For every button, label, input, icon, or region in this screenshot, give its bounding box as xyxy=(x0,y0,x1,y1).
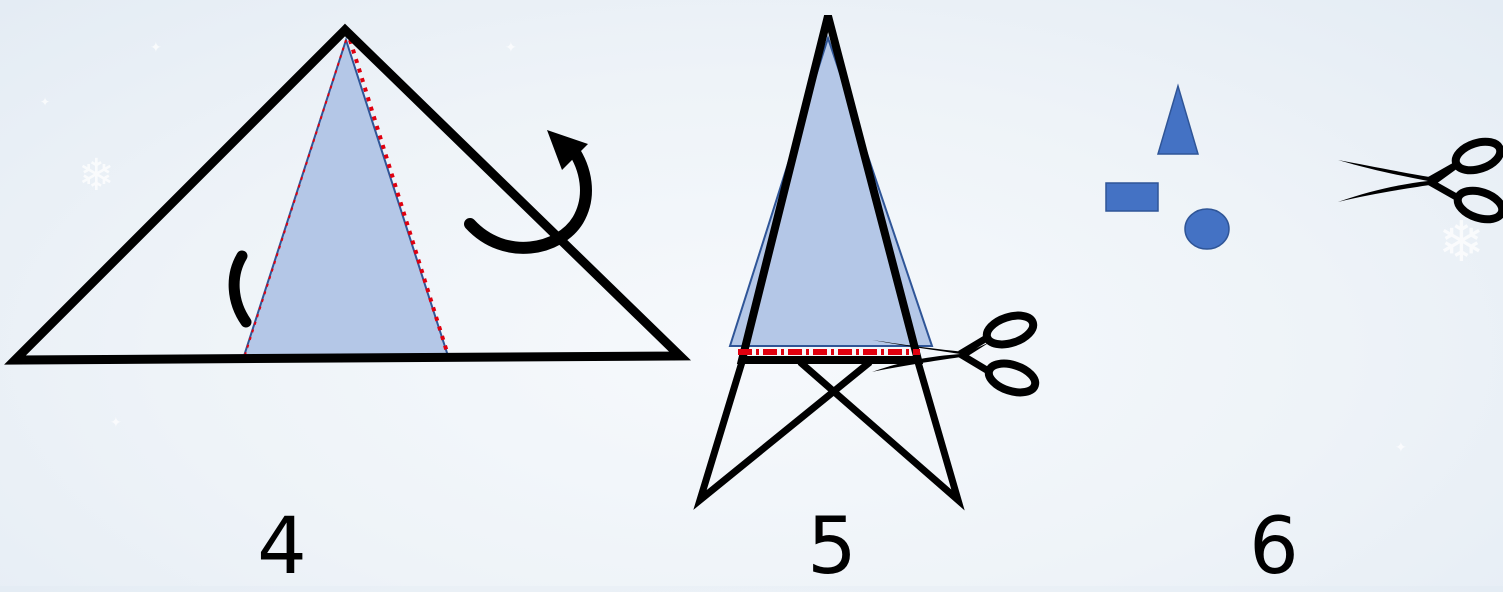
step-4-figure xyxy=(15,30,680,360)
small-circle-shape xyxy=(1185,209,1229,249)
lower-leg-right xyxy=(800,362,958,500)
small-triangle-shape xyxy=(1158,86,1198,154)
folded-paper-triangle xyxy=(244,40,448,356)
lower-leg-left xyxy=(700,362,870,500)
small-rectangle-shape xyxy=(1106,183,1158,211)
curved-fold-arrow-icon xyxy=(234,256,246,322)
step-6-figure xyxy=(1106,86,1503,249)
step-5-figure xyxy=(700,16,1039,500)
scissors-icon xyxy=(1338,137,1503,225)
step-number-4: 4 xyxy=(232,508,332,586)
step-number-6: 6 xyxy=(1224,508,1324,586)
step-number-5: 5 xyxy=(782,508,882,586)
